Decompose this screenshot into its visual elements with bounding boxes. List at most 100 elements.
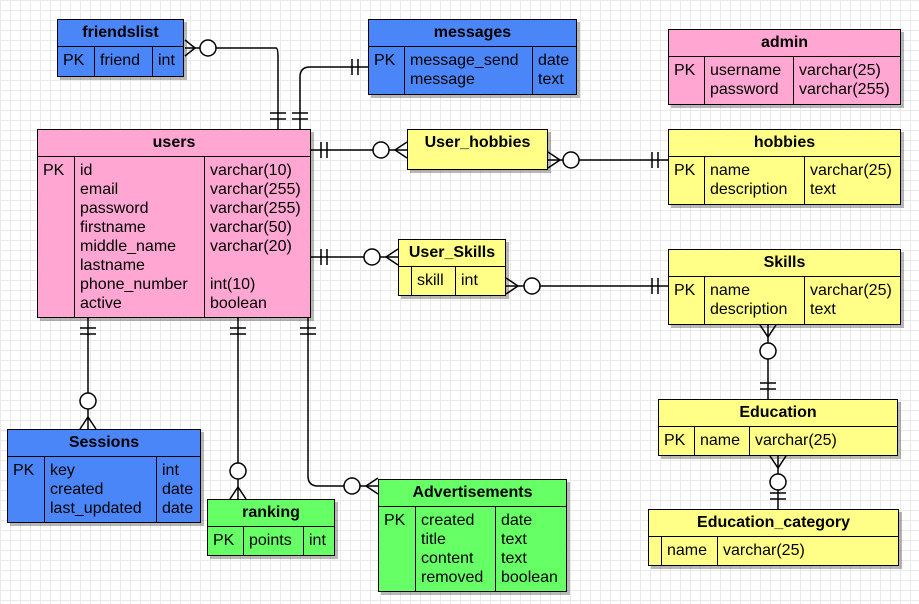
field-column: name description bbox=[704, 157, 804, 204]
field-type: varchar(25) bbox=[755, 432, 837, 449]
field-name: id bbox=[80, 162, 93, 179]
zero-marker bbox=[562, 151, 580, 169]
field-type: text bbox=[501, 550, 527, 567]
table-user-skills[interactable]: User_Skills skill int bbox=[398, 239, 506, 296]
table-title: Education_category bbox=[649, 510, 898, 537]
key-cell bbox=[384, 549, 410, 568]
connector-line bbox=[185, 47, 279, 129]
field-type: boolean bbox=[501, 569, 558, 586]
key-column: PK bbox=[669, 157, 704, 204]
field-type: varchar(25) bbox=[810, 282, 892, 299]
key-cell bbox=[13, 480, 39, 499]
key-cell bbox=[43, 275, 69, 294]
field-name: skill bbox=[417, 272, 444, 289]
field-type: text bbox=[810, 181, 836, 198]
key-cell bbox=[374, 70, 399, 89]
field-column: friend bbox=[94, 47, 152, 76]
table-ranking[interactable]: ranking PK points int bbox=[207, 499, 335, 556]
many-marker bbox=[759, 324, 777, 339]
field-type: int(10) bbox=[210, 276, 256, 293]
field-name: friend bbox=[100, 52, 141, 69]
key-column bbox=[649, 537, 661, 565]
type-column: varchar(25)text bbox=[804, 157, 900, 204]
key-column: PK bbox=[8, 457, 44, 522]
type-column: varchar(25)varchar(255) bbox=[793, 57, 900, 104]
type-column: varchar(25) bbox=[749, 427, 897, 455]
table-education-category[interactable]: Education_category name varchar(25) bbox=[648, 509, 899, 566]
field-name: title bbox=[421, 531, 446, 548]
field-column: username password bbox=[704, 57, 793, 104]
many-marker bbox=[79, 415, 97, 430]
key-cell: PK bbox=[674, 162, 696, 179]
field-name: last_updated bbox=[50, 500, 142, 517]
field-name: username bbox=[710, 62, 782, 79]
field-name: removed bbox=[421, 569, 484, 586]
key-column: PK bbox=[58, 47, 94, 76]
key-cell: PK bbox=[674, 282, 696, 299]
key-cell bbox=[674, 300, 699, 319]
field-type: text bbox=[810, 301, 836, 318]
field-column: name bbox=[661, 537, 717, 565]
field-type: date bbox=[501, 512, 533, 529]
table-title: friendslist bbox=[58, 20, 183, 47]
field-name: content bbox=[421, 550, 474, 567]
key-column: PK bbox=[669, 57, 704, 104]
field-name: description bbox=[710, 181, 788, 198]
field-type: varchar(50) bbox=[210, 219, 292, 236]
field-type: int bbox=[461, 272, 478, 289]
key-cell: PK bbox=[664, 432, 686, 449]
table-title: admin bbox=[669, 30, 900, 57]
field-name: message_send bbox=[410, 52, 519, 69]
many-marker bbox=[384, 248, 399, 266]
table-title: Sessions bbox=[8, 430, 200, 457]
key-cell: PK bbox=[374, 52, 396, 69]
key-cell bbox=[43, 237, 69, 256]
key-cell bbox=[399, 271, 411, 290]
key-column: PK bbox=[379, 507, 415, 591]
key-cell bbox=[649, 541, 661, 560]
key-cell bbox=[43, 218, 69, 237]
table-admin[interactable]: admin PK username password varchar(25)var… bbox=[668, 29, 901, 105]
many-marker bbox=[229, 485, 247, 500]
key-cell bbox=[384, 530, 410, 549]
table-friendslist[interactable]: friendslist PK friend int bbox=[57, 19, 184, 77]
field-type: date bbox=[162, 500, 194, 517]
field-name: name bbox=[710, 162, 751, 179]
field-type: varchar(25) bbox=[799, 62, 881, 79]
zero-marker bbox=[229, 462, 247, 480]
field-name: created bbox=[421, 512, 475, 529]
field-name: password bbox=[710, 81, 779, 98]
type-column: int bbox=[152, 47, 183, 76]
table-title: User_hobbies bbox=[424, 134, 531, 151]
field-name: name bbox=[710, 282, 751, 299]
key-cell: PK bbox=[213, 532, 235, 549]
key-cell bbox=[384, 568, 410, 587]
field-type: text bbox=[501, 531, 527, 548]
field-name: password bbox=[80, 200, 149, 217]
many-marker bbox=[184, 39, 197, 57]
many-marker bbox=[364, 477, 379, 495]
field-type: varchar(10) bbox=[210, 162, 292, 179]
zero-marker bbox=[372, 141, 390, 159]
key-column: PK bbox=[669, 277, 704, 324]
key-column bbox=[399, 267, 411, 295]
field-type: int bbox=[162, 462, 179, 479]
field-name: message bbox=[410, 71, 475, 88]
field-name: middle_name bbox=[80, 238, 177, 255]
key-cell bbox=[43, 180, 69, 199]
many-marker bbox=[505, 277, 520, 295]
field-column: points bbox=[243, 527, 303, 555]
field-name: name bbox=[667, 542, 708, 559]
table-user-hobbies[interactable]: User_hobbies bbox=[407, 129, 548, 170]
type-column: varchar(10)varchar(255)varchar(255)varch… bbox=[204, 157, 310, 317]
table-education[interactable]: Education PK name varchar(25) bbox=[658, 399, 898, 456]
